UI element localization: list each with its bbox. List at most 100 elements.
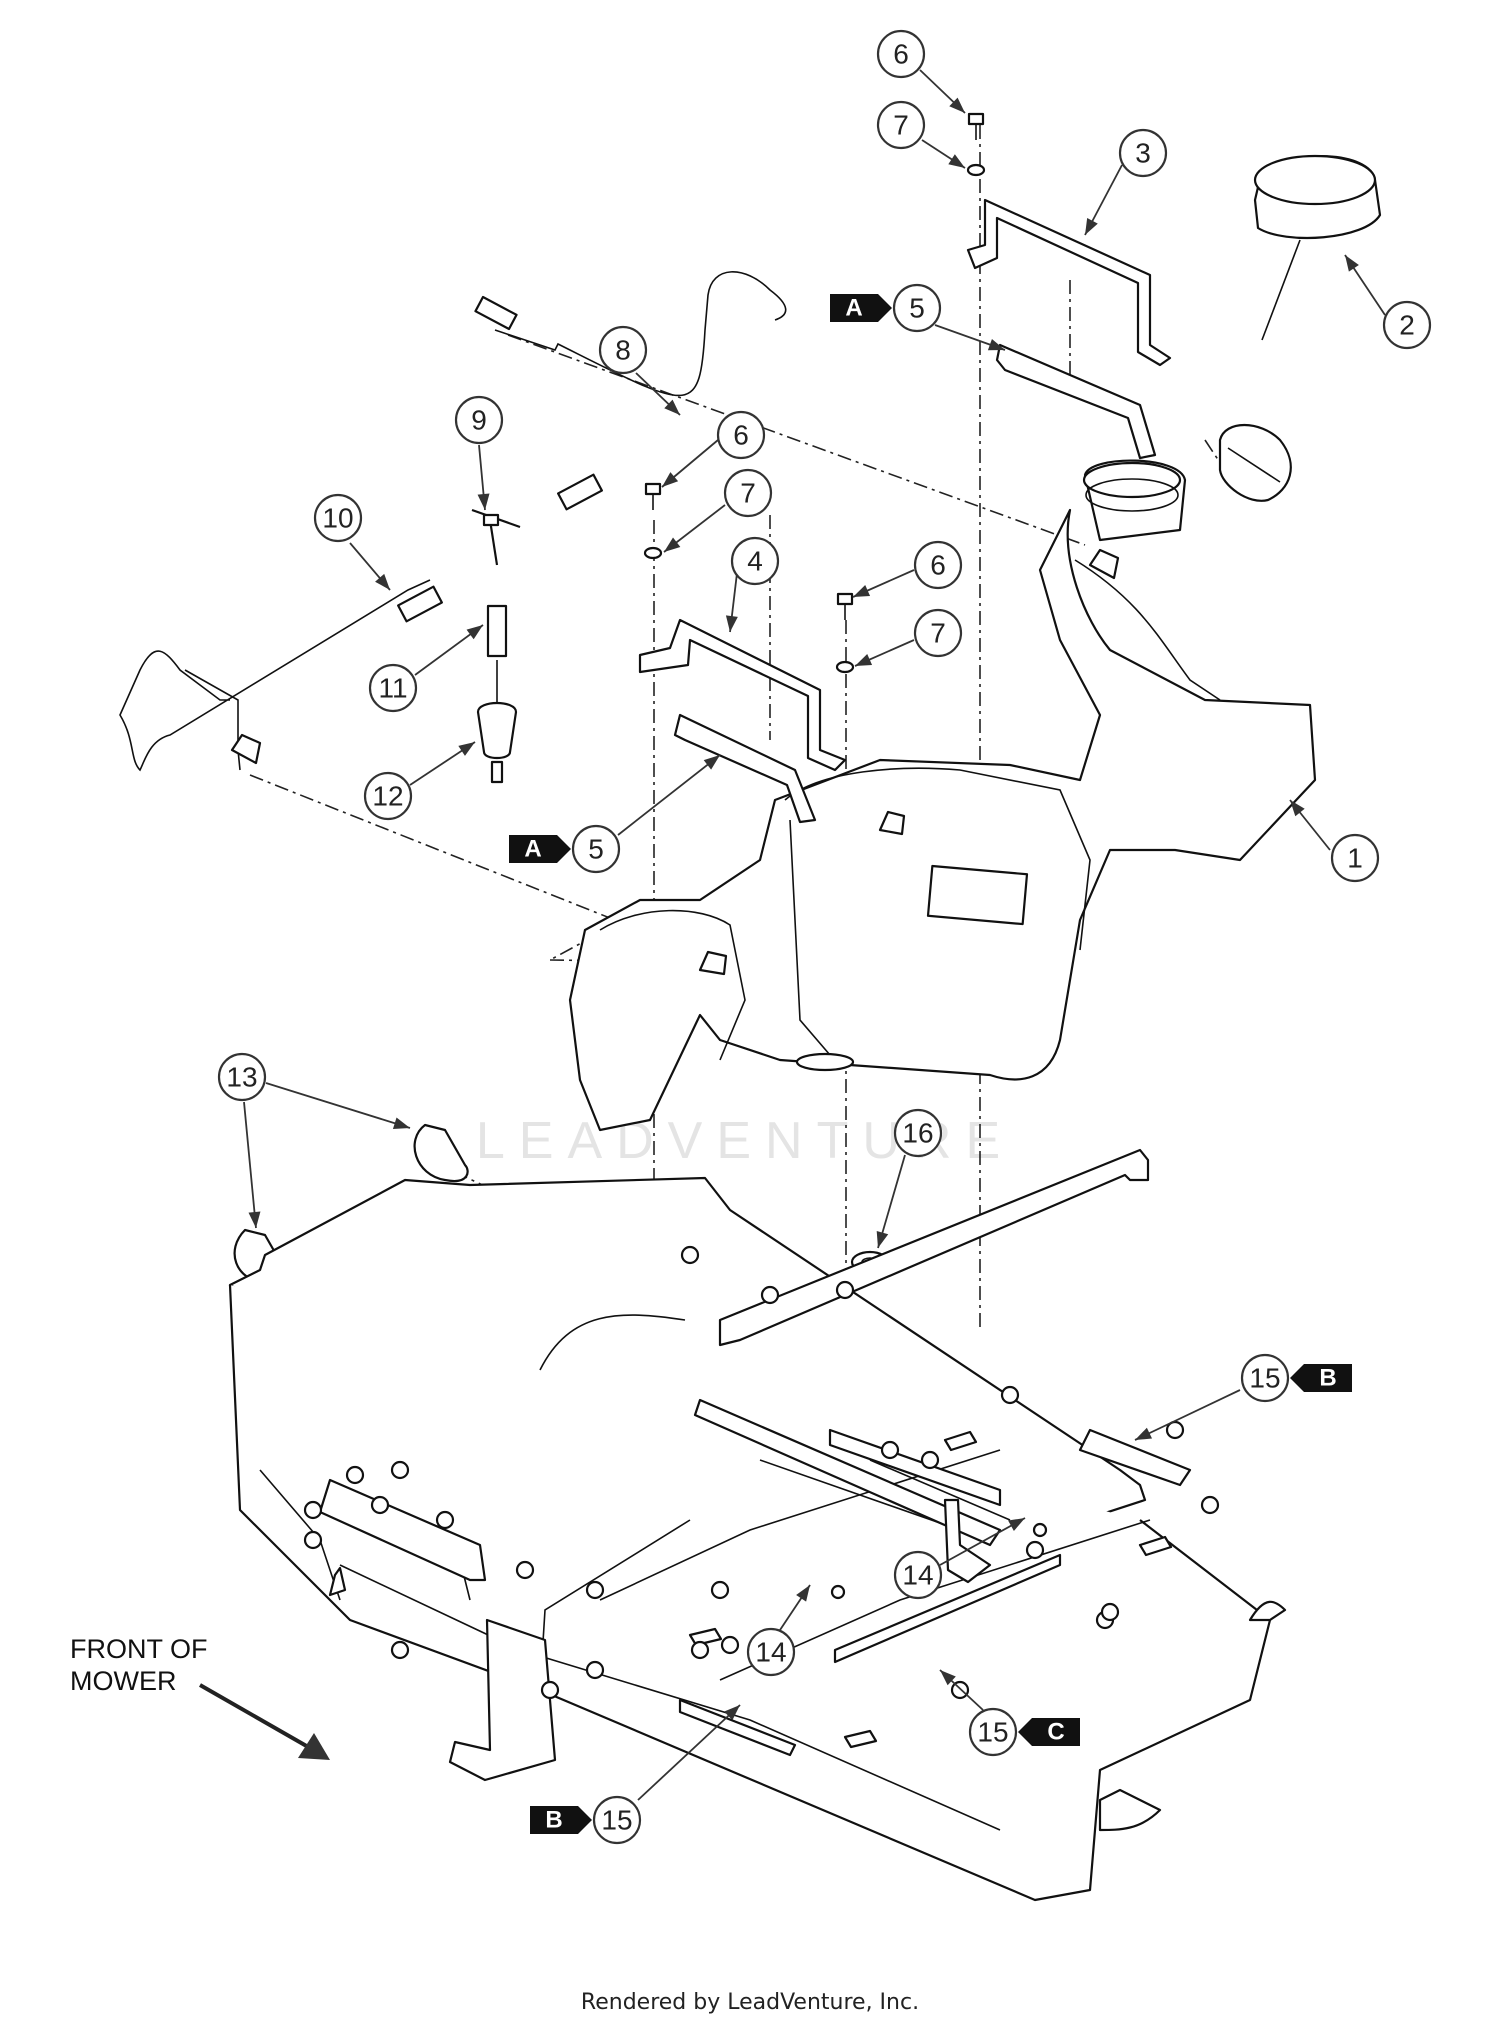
c15b-tag-badge <box>1018 1718 1080 1746</box>
callout-c5b: 5A <box>509 754 721 874</box>
short-hose <box>486 604 508 658</box>
c16-leader-arrow-icon <box>876 1230 889 1248</box>
c7a-leader-arrow-icon <box>948 154 965 168</box>
c14a-number: 14 <box>755 1637 786 1668</box>
c1-leader-arrow-icon <box>1290 800 1305 817</box>
c5b-leader-line <box>617 754 721 836</box>
c3-leader-arrow-icon <box>1085 218 1098 235</box>
callout-c3: 3 <box>1084 128 1168 236</box>
callout-c8: 8 <box>598 325 681 416</box>
c5b-number-circle <box>571 824 621 874</box>
callout-c12: 12 <box>363 741 476 821</box>
c7c-leader-arrow-icon <box>855 654 873 666</box>
c4-leader-arrow-icon <box>725 615 738 632</box>
c15c-number: 15 <box>601 1805 632 1836</box>
c4-number: 4 <box>747 546 763 577</box>
fuel-tank <box>568 459 1317 1132</box>
c15c-tag-badge <box>530 1806 592 1834</box>
c13-second-leader-arrow-icon <box>248 1211 261 1228</box>
tee-fitting <box>471 508 521 566</box>
c2-number-circle <box>1382 300 1432 350</box>
c14b-number-circle <box>893 1550 943 1600</box>
callout-c6b: 6 <box>661 410 766 488</box>
c7c-number-circle <box>913 608 963 658</box>
callout-c9: 9 <box>454 395 504 511</box>
c7b-leader-arrow-icon <box>664 537 681 552</box>
c2-number: 2 <box>1399 310 1415 341</box>
callout-c14a: 14 <box>746 1584 811 1677</box>
c15b-leader-arrow-icon <box>940 1670 956 1686</box>
callout-c7a: 7 <box>876 100 966 169</box>
tie-strap-upper <box>413 1123 469 1183</box>
callout-c7b: 7 <box>663 468 773 553</box>
c11-leader-arrow-icon <box>466 625 483 640</box>
c9-number-circle <box>454 395 504 445</box>
c15c-number-circle <box>592 1795 642 1845</box>
c6c-leader-arrow-icon <box>853 585 871 597</box>
callout-c7c: 7 <box>854 608 963 667</box>
c14b-number: 14 <box>902 1560 933 1591</box>
c14a-leader-arrow-icon <box>796 1585 810 1602</box>
c5a-tag-letter: A <box>845 295 862 322</box>
callout-c6a: 6 <box>876 29 966 114</box>
callout-c15c: 15 B <box>530 1704 741 1845</box>
c15c-tag-letter: B <box>545 1807 562 1834</box>
c7a-number: 7 <box>893 110 909 141</box>
c6a-leader-arrow-icon <box>949 97 965 113</box>
c7a-number-circle <box>876 100 926 150</box>
footer-credit: Rendered by LeadVenture, Inc. <box>580 1990 920 2015</box>
tank-strap-front <box>638 618 847 772</box>
c6c-number-circle <box>913 540 963 590</box>
bolt-washer-left <box>643 482 663 560</box>
frame-fasteners <box>303 1245 1220 1700</box>
callout-c14b: 14 <box>893 1517 1026 1600</box>
c4-number-circle <box>730 536 780 586</box>
c10-number-circle <box>313 493 363 543</box>
c13-second-leader-line <box>243 1101 257 1229</box>
c14b-leader-line <box>939 1517 1026 1566</box>
strap-pad-lower <box>673 713 817 824</box>
c15b-number: 15 <box>977 1717 1008 1748</box>
c8-number-circle <box>598 325 648 375</box>
callout-c13: 13 <box>217 1052 411 1229</box>
c13-leader-arrow-icon <box>392 1117 410 1129</box>
c2-leader-arrow-icon <box>1345 255 1359 272</box>
c15a-tag-letter: B <box>1319 1365 1336 1392</box>
c5b-leader-arrow-icon <box>703 755 720 770</box>
c7b-number: 7 <box>740 478 756 509</box>
c8-number: 8 <box>615 335 631 366</box>
mower-frame <box>228 1148 1287 1902</box>
c6b-number-circle <box>716 410 766 460</box>
c12-leader-arrow-icon <box>458 742 475 756</box>
callout-c15b: 15 C <box>939 1669 1080 1757</box>
c6c-number: 6 <box>930 550 946 581</box>
c15a-tag-badge <box>1290 1364 1352 1392</box>
c1-number: 1 <box>1347 843 1363 874</box>
c15c-leader-line <box>637 1704 741 1801</box>
c12-number: 12 <box>372 781 403 812</box>
c16-leader-line <box>877 1154 906 1249</box>
c9-leader-arrow-icon <box>477 493 490 510</box>
c13-leader-line <box>265 1082 411 1129</box>
c15a-leader-arrow-icon <box>1135 1427 1153 1440</box>
fuel-line-upper <box>474 271 787 511</box>
callout-c1: 1 <box>1289 799 1380 883</box>
c5b-number: 5 <box>588 834 604 865</box>
callout-c4: 4 <box>725 536 780 633</box>
c3-number-circle <box>1118 128 1168 178</box>
c5b-tag-letter: A <box>524 836 541 863</box>
c6b-number: 6 <box>733 420 749 451</box>
c8-leader-arrow-icon <box>664 399 680 415</box>
c9-number: 9 <box>471 405 487 436</box>
front-label-line1: FRONT OF <box>70 1634 208 1664</box>
c15a-leader-line <box>1134 1389 1241 1441</box>
c15a-number-circle <box>1240 1353 1290 1403</box>
c15b-tag-letter: C <box>1047 1719 1064 1746</box>
bolt-washer-right <box>835 592 855 674</box>
front-arrow-icon <box>298 1733 330 1760</box>
c5b-tag-badge <box>509 835 571 863</box>
c6a-number-circle <box>876 29 926 79</box>
